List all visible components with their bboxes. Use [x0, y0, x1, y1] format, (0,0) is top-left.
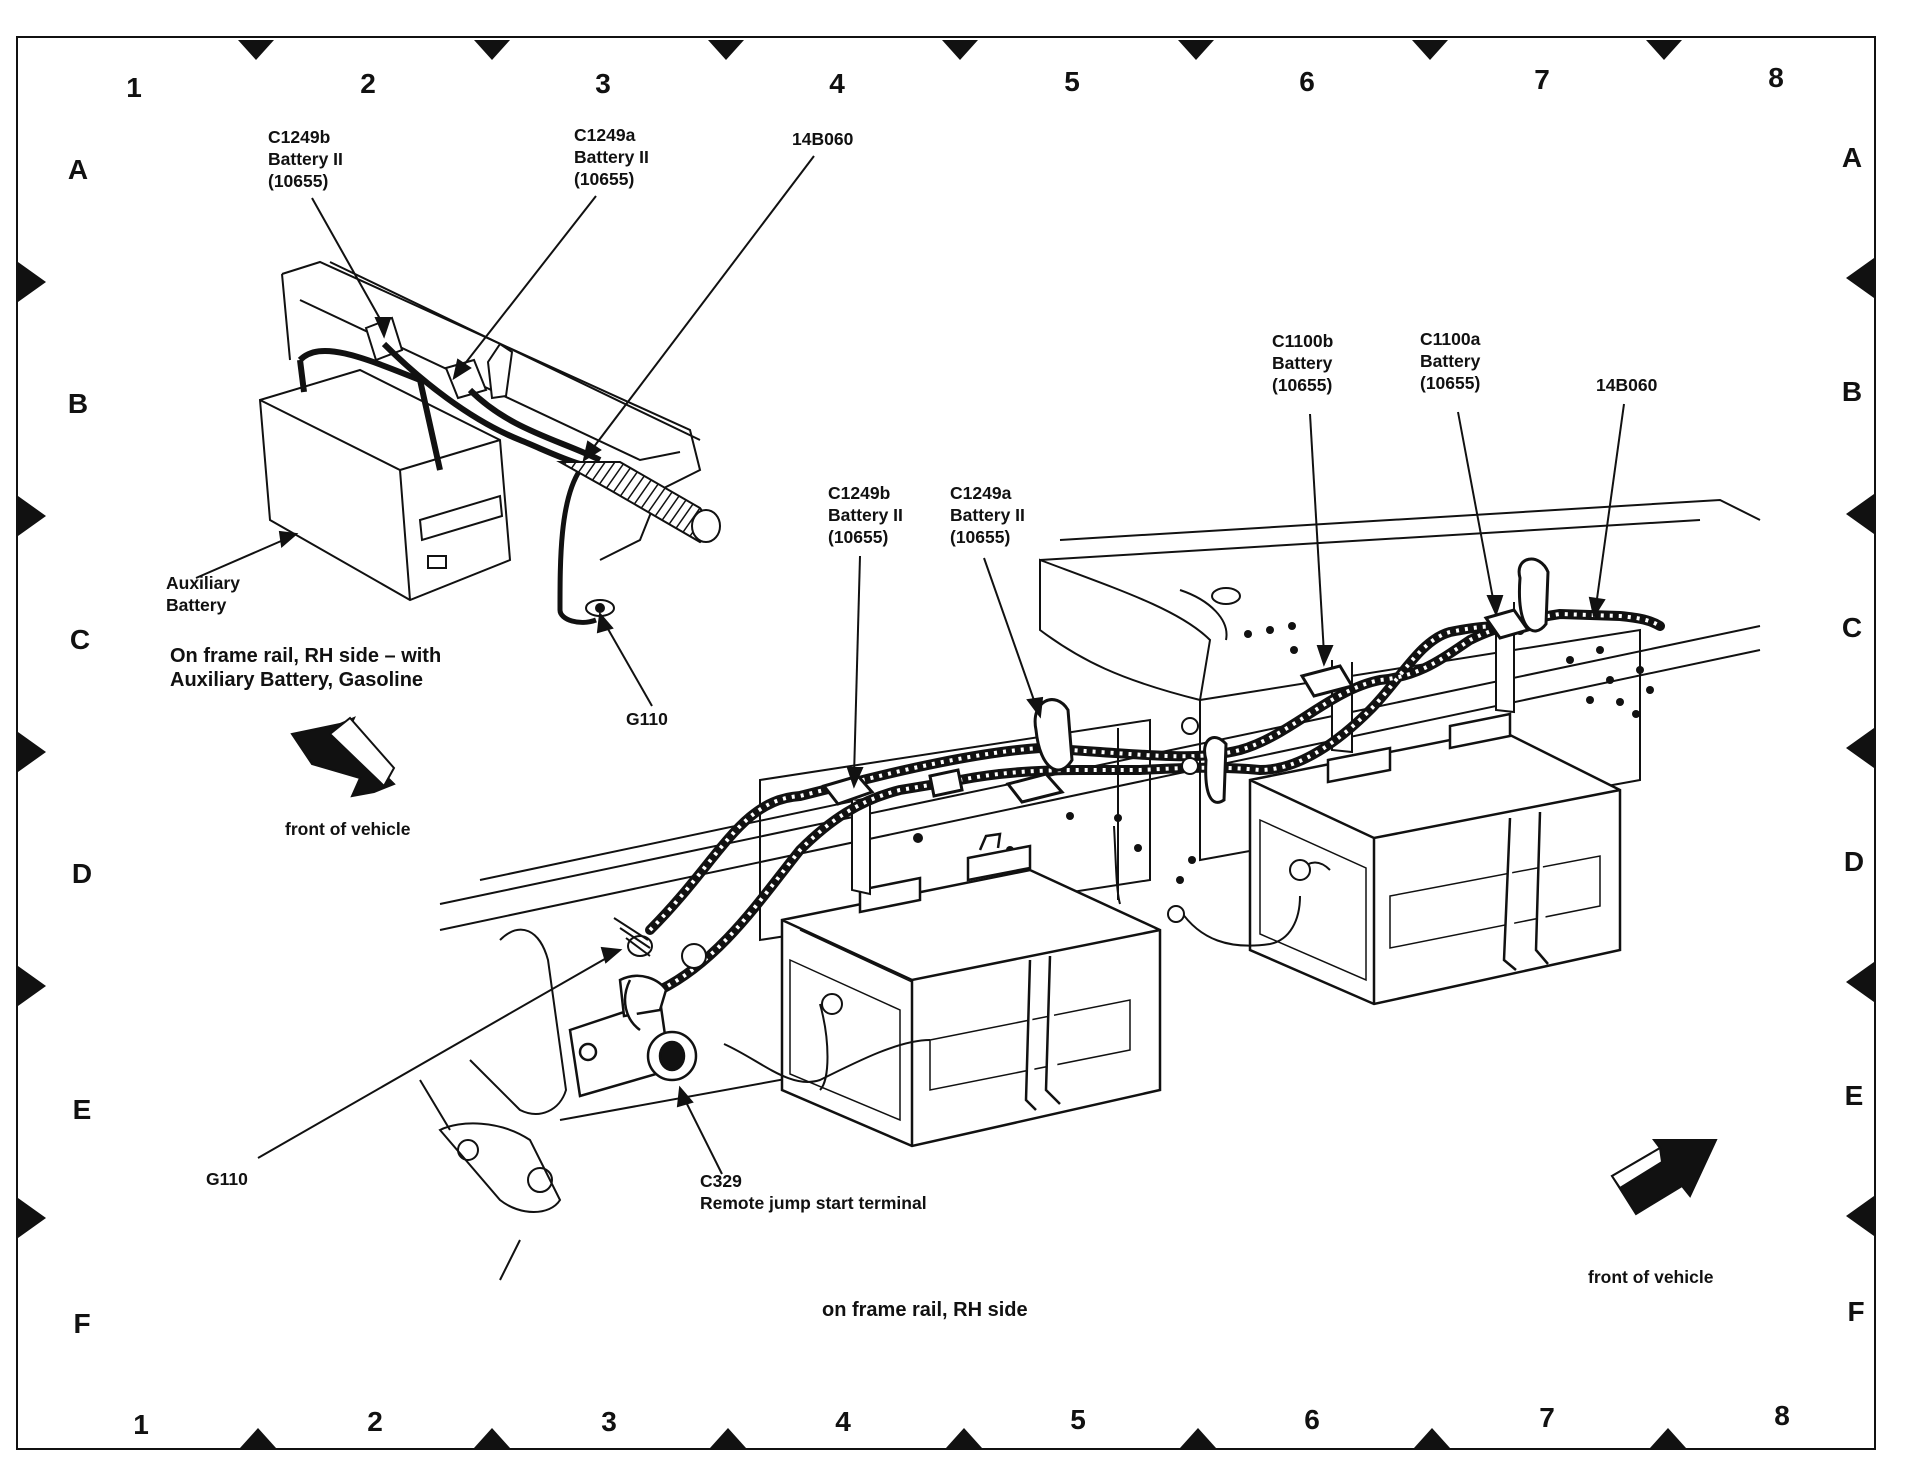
callout-line: C1100b [1272, 331, 1334, 351]
callout-line: Battery [1420, 351, 1481, 371]
zone-tick-marks [18, 40, 1874, 1448]
grid-row-right-e: E [1844, 1080, 1864, 1111]
jump-start-terminal [568, 974, 698, 1098]
grid-row-left-d: D [71, 858, 93, 889]
caption-line: On frame rail, RH side – with [170, 645, 442, 667]
callout-line: C329 [700, 1171, 742, 1191]
aux-view-c1249a-callout: C1249a Battery II (10655) [574, 124, 649, 190]
callout-line: C1249a [574, 125, 636, 145]
grid-col-top-3: 3 [595, 68, 611, 99]
aux-view-leader-lines [195, 155, 815, 707]
grid-col-bottom-6: 6 [1304, 1404, 1320, 1435]
front-of-vehicle-arrow-left [290, 716, 396, 798]
main-view-c1100a-callout: C1100a Battery (10655) [1420, 328, 1480, 394]
grid-row-right-c: C [1841, 612, 1863, 643]
aux-battery-view [258, 260, 721, 625]
callout-line: Battery II [268, 149, 343, 169]
main-view-ground-g110-label: G110 [206, 1169, 248, 1189]
main-ground-g110 [613, 717, 1311, 1015]
aux-view-c1249b-callout: C1249b Battery II (10655) [268, 126, 343, 192]
grid-col-top-1: 1 [126, 72, 142, 103]
grid-row-left-b: B [67, 388, 89, 419]
callout-line: C1249b [828, 483, 891, 503]
frame-holes [913, 622, 1654, 884]
main-view-harness-14b060-label: 14B060 [1596, 375, 1658, 395]
callout-line: Battery [166, 595, 227, 615]
main-view-direction-label: front of vehicle [1588, 1267, 1714, 1287]
grid-row-right-f: F [1847, 1296, 1865, 1327]
grid-col-bottom-5: 5 [1070, 1404, 1086, 1435]
aux-view-harness-14b060-label: 14B060 [792, 129, 854, 149]
main-view-leader-lines [257, 403, 1625, 1175]
callout-line: Battery II [950, 505, 1025, 525]
callout-line: Battery [1272, 353, 1333, 373]
grid-col-top-2: 2 [360, 68, 376, 99]
grid-col-bottom-2: 2 [367, 1406, 383, 1437]
callout-line: (10655) [1420, 373, 1481, 393]
main-view-caption: on frame rail, RH side [822, 1299, 1028, 1321]
grid-col-top-8: 8 [1768, 62, 1784, 93]
main-view-c329-callout: C329 Remote jump start terminal [700, 1170, 927, 1214]
callout-line: Battery II [828, 505, 903, 525]
callout-line: C1249a [950, 483, 1012, 503]
callout-line: Battery II [574, 147, 649, 167]
callout-line: Auxiliary [166, 573, 240, 593]
callout-line: (10655) [950, 527, 1011, 547]
callout-line: C1100a [1420, 329, 1481, 349]
grid-col-top-4: 4 [829, 68, 845, 99]
grid-col-bottom-4: 4 [835, 1406, 851, 1437]
caption-line: Auxiliary Battery, Gasoline [170, 669, 424, 691]
grid-col-top-6: 6 [1299, 66, 1315, 97]
grid-row-left-a: A [67, 154, 89, 185]
grid-row-right-d: D [1843, 846, 1865, 877]
aux-view-caption: On frame rail, RH side – with Auxiliary … [170, 644, 441, 692]
aux-battery-callout: Auxiliary Battery [166, 572, 240, 616]
callout-line: (10655) [828, 527, 889, 547]
grid-row-left-f: F [73, 1308, 91, 1339]
callout-line: (10655) [574, 169, 635, 189]
grid-col-bottom-1: 1 [133, 1409, 149, 1440]
main-view-c1100b-callout: C1100b Battery (10655) [1272, 330, 1333, 396]
grid-col-top-5: 5 [1064, 66, 1080, 97]
aux-view-ground-g110-label: G110 [626, 709, 668, 729]
main-battery-rear [1248, 712, 1622, 1006]
callout-line: (10655) [1272, 375, 1333, 395]
main-view-c1249b-callout: C1249b Battery II (10655) [828, 482, 903, 548]
main-view-c1249a-callout: C1249a Battery II (10655) [950, 482, 1025, 548]
grid-row-right-a: A [1841, 142, 1863, 173]
grid-row-left-e: E [72, 1094, 92, 1125]
callout-line: C1249b [268, 127, 331, 147]
grid-row-right-b: B [1841, 376, 1863, 407]
main-harness-braid [648, 611, 1662, 992]
grid-col-bottom-7: 7 [1539, 1402, 1555, 1433]
grid-col-bottom-3: 3 [601, 1406, 617, 1437]
sheet-border [16, 36, 1876, 1450]
aux-view-direction-label: front of vehicle [285, 819, 411, 839]
grid-col-bottom-8: 8 [1774, 1400, 1790, 1431]
grid-col-top-7: 7 [1534, 64, 1550, 95]
callout-line: Remote jump start terminal [700, 1193, 927, 1213]
front-of-vehicle-arrow-right [1610, 1139, 1718, 1216]
main-battery-front [780, 832, 1162, 1148]
callout-line: (10655) [268, 171, 329, 191]
grid-row-left-c: C [69, 624, 91, 655]
